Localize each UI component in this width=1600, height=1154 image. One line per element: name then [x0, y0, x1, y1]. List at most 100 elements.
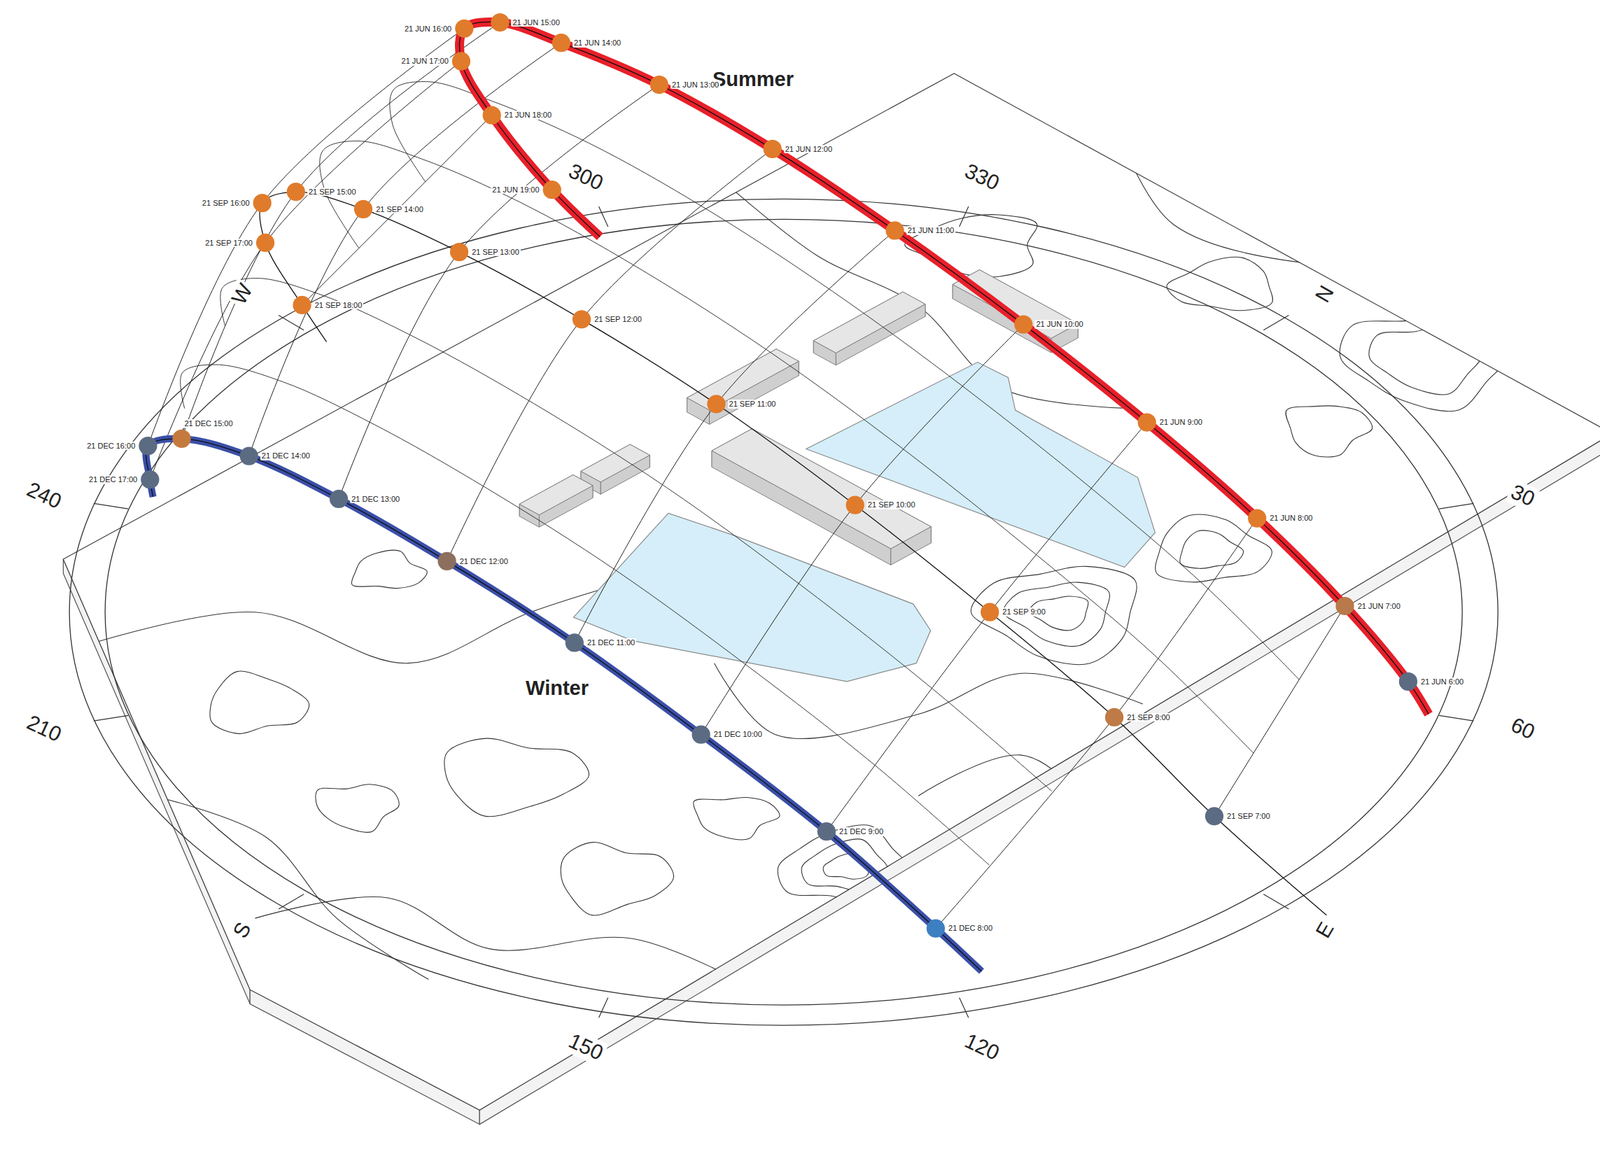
contour-line: [714, 663, 1143, 740]
sun-position-dot: [354, 200, 373, 219]
contour-line: [315, 784, 399, 833]
building-roof: [580, 444, 650, 483]
sun-position-label: 21 DEC 8:00: [946, 923, 994, 933]
contour-line: [1122, 142, 1600, 306]
compass-tick: [278, 314, 304, 330]
sun-position-label: 21 JUN 11:00: [906, 226, 956, 236]
month-line: [180, 364, 990, 866]
sun-path-line: [259, 191, 1327, 916]
sun-position-label: 21 DEC 15:00: [183, 419, 235, 429]
sun-position-dot: [1247, 508, 1267, 528]
compass-tick: [1263, 314, 1289, 330]
sun-position-dot: [650, 75, 669, 94]
sun-position-dot: [172, 429, 191, 448]
hour-line: [181, 22, 501, 439]
compass-label: 300: [562, 158, 609, 197]
contour-line: [1369, 325, 1484, 395]
sun-position-label: 21 SEP 15:00: [307, 187, 358, 197]
sun-position-dot: [552, 33, 571, 52]
sun-position-label: 21 SEP 16:00: [200, 198, 252, 208]
sun-position-dot: [450, 242, 469, 262]
compass-tick: [959, 997, 969, 1018]
sun-position-dot: [817, 822, 836, 841]
hour-line: [701, 324, 1024, 735]
sun-position-label: 21 SEP 8:00: [1125, 713, 1172, 723]
season-label: Summer: [709, 67, 797, 91]
compass-tick: [1439, 715, 1474, 721]
sky-dome-grid: [147, 22, 1345, 929]
contour-line: [351, 550, 427, 588]
sun-position-dot: [885, 221, 904, 240]
sun-position-dot: [437, 552, 456, 571]
sun-position-label: 21 JUN 7:00: [1356, 601, 1402, 612]
sun-position-dot: [292, 296, 311, 315]
sun-position-label: 21 JUN 13:00: [670, 80, 721, 90]
sun-position-label: 21 JUN 16:00: [403, 24, 453, 34]
compass-tick: [1263, 894, 1289, 910]
sun-position-label: 21 SEP 18:00: [313, 300, 364, 311]
sun-position-label: 21 JUN 12:00: [783, 144, 834, 154]
terrain-contours: [60, 142, 1600, 1001]
sun-position-label: 21 JUN 18:00: [503, 110, 553, 120]
site-slab: [62, 73, 1600, 1125]
sun-position-dot: [1138, 412, 1157, 432]
sun-position-label: 21 JUN 6:00: [1419, 677, 1465, 687]
sun-position-dot: [140, 470, 159, 489]
sun-position-label: 21 SEP 13:00: [470, 247, 521, 257]
building-roof: [711, 429, 931, 549]
hour-line: [302, 115, 493, 306]
sun-position-dot: [452, 51, 471, 70]
sun-position-label: 21 SEP 7:00: [1225, 811, 1272, 821]
hour-line: [147, 28, 465, 446]
contour-line: [560, 842, 674, 916]
hour-line: [574, 230, 896, 643]
contour-line: [153, 795, 430, 980]
month-line: [389, 81, 1300, 680]
sun-position-dot: [980, 603, 999, 622]
hour-line: [935, 518, 1258, 929]
sun-path-line: [459, 21, 1429, 714]
hour-line: [249, 42, 562, 456]
sun-position-label: 21 DEC 13:00: [349, 494, 402, 504]
sun-position-dot: [240, 447, 259, 466]
sun-position-dot: [482, 106, 502, 125]
sun-paths: [145, 21, 1429, 971]
building-roof: [687, 349, 800, 411]
sun-position-dot: [763, 139, 782, 159]
sun-position-dot: [490, 13, 509, 32]
sun-position-dot: [286, 182, 306, 201]
sun-position-label: 21 SEP 17:00: [203, 238, 255, 248]
sun-position-dot: [256, 233, 275, 252]
sun-position-dot: [253, 193, 272, 213]
sun-position-dot: [329, 489, 348, 509]
sun-position-label: 21 JUN 9:00: [1158, 417, 1204, 427]
compass-label: E: [1309, 916, 1340, 945]
compass-tick: [959, 206, 969, 227]
sun-position-label: 21 DEC 17:00: [87, 475, 139, 485]
hour-line: [826, 422, 1148, 833]
contour-line: [970, 566, 1137, 665]
compass-label: 240: [21, 476, 68, 516]
compass-ellipse: [104, 219, 1463, 1006]
compass-label: W: [226, 277, 259, 311]
compass-label: 120: [958, 1027, 1005, 1066]
sun-position-label: 21 SEP 14:00: [374, 205, 425, 215]
sun-position-dot: [572, 310, 591, 329]
sun-position-label: 21 JUN 17:00: [400, 56, 451, 66]
hour-line: [149, 60, 462, 480]
hour-line: [447, 149, 773, 562]
sun-position-label: 21 JUN 10:00: [1034, 319, 1085, 329]
sun-position-label: 21 DEC 16:00: [85, 441, 137, 451]
sun-position-dot: [454, 19, 474, 38]
compass-tick: [93, 503, 129, 509]
compass-tick: [93, 715, 129, 721]
sun-position-label: 21 DEC 14:00: [260, 451, 312, 461]
sun-position-dot: [565, 633, 584, 652]
contour-line: [209, 671, 310, 734]
sun-position-dot: [1014, 314, 1033, 334]
sun-position-label: 21 SEP 12:00: [592, 314, 644, 325]
compass-ellipse: [69, 198, 1498, 1026]
sun-position-label: 21 SEP 9:00: [1000, 607, 1048, 617]
sun-position-label: 21 JUN 8:00: [1268, 513, 1314, 523]
